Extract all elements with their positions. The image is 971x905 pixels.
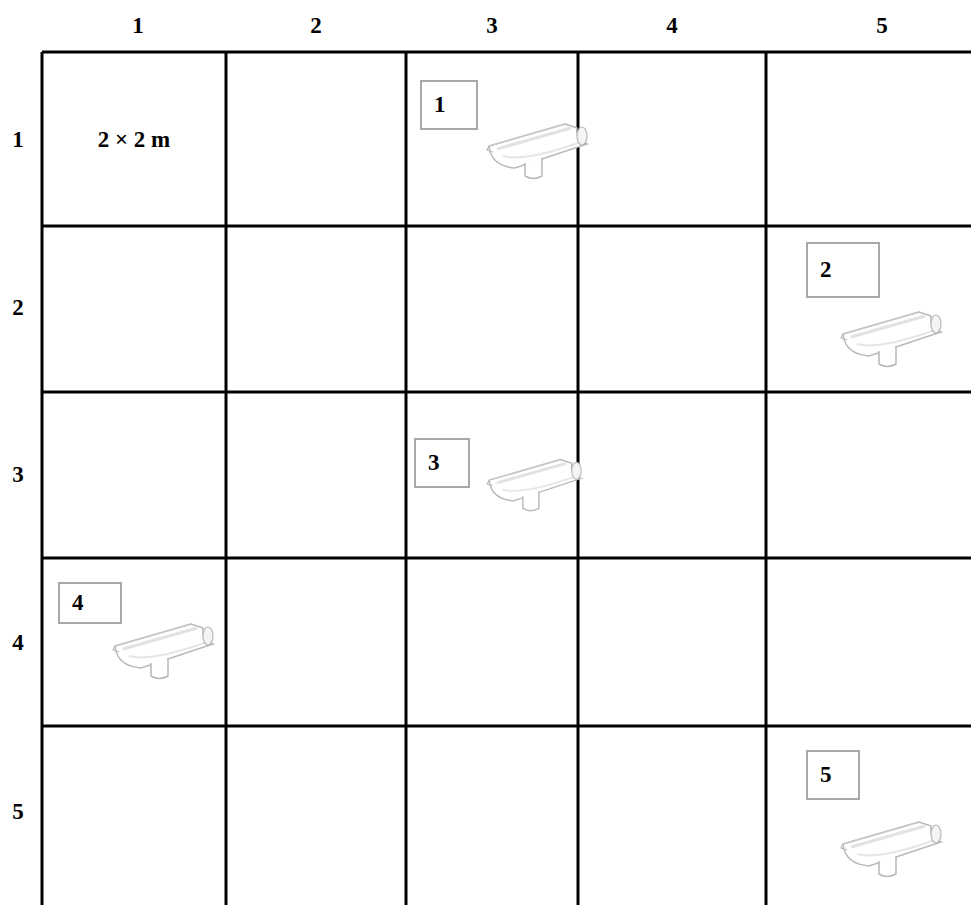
column-number: 5 [876,13,888,39]
callout-box: 1 [420,80,478,130]
row-number: 2 [12,295,24,321]
callout-box: 5 [806,750,860,800]
grid-lines [42,52,971,905]
gutter-outlet-icon [487,124,587,179]
callout-number: 5 [820,762,832,788]
callout-number: 2 [820,257,832,283]
gutter-outlet-icon [841,312,941,367]
cell-dimension: 2 × 2 m [98,127,171,153]
column-number: 4 [666,13,678,39]
callout-number: 3 [428,450,440,476]
row-number: 1 [12,127,24,153]
row-number: 4 [12,630,24,656]
gutter-outlet-icon [113,624,213,679]
callout-box: 4 [58,582,122,624]
gutter-outlet-icon [487,460,581,511]
gutter-outlet-icon [841,822,941,877]
row-number: 3 [12,462,24,488]
callout-box: 3 [414,438,470,488]
column-number: 1 [132,13,144,39]
column-number: 3 [486,13,498,39]
column-number: 2 [310,13,322,39]
callout-number: 4 [72,590,84,616]
row-number: 5 [12,799,24,825]
callout-number: 1 [434,92,446,118]
callout-box: 2 [806,242,880,298]
gutter-outlets [113,124,941,877]
